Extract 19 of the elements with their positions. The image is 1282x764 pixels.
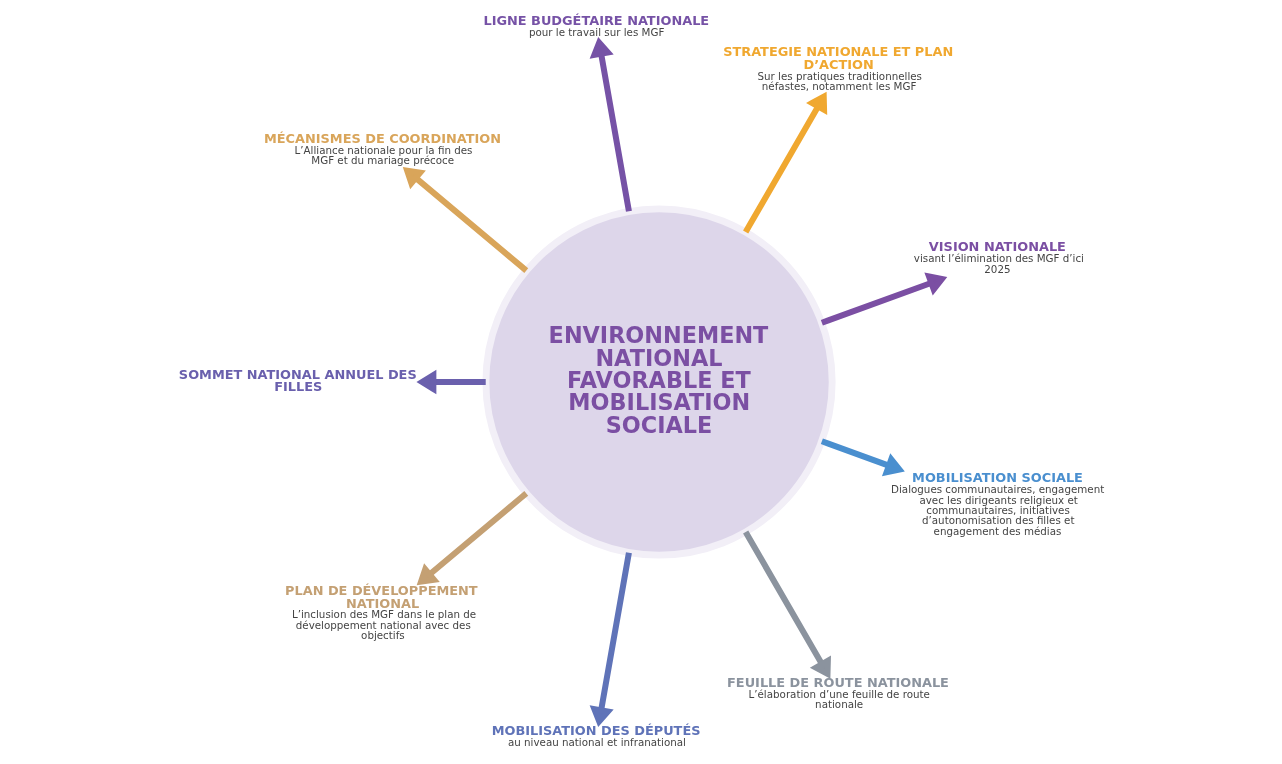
arrow [742, 91, 827, 234]
arrow [589, 37, 632, 212]
arrow [742, 530, 831, 679]
node-circle: ENVIRONNEMENT NATIONAL FAVORABLE ET MOBILISATION SOCIALE [481, 205, 836, 559]
node-text: PLAN DE DÉVELOPPEMENT NATIONAL L’inclusion des MGF dans le plan de développement national avec des objectifs [284, 582, 478, 642]
arrow [589, 552, 632, 727]
node-text: SOMMET NATIONAL ANNUEL DES FILLES [178, 366, 417, 395]
node-text: MÉCANISMES DE COORDINATION L’Alliance nationale pour la fin des MGF et du mariage précoce [263, 131, 501, 167]
node-text: STRATEGIE NATIONALE ET PLAN D’ACTION Sur les pratiques traditionnelles néfastes, notamment les MGF [722, 44, 953, 93]
arrow [820, 438, 905, 477]
node-text: LIGNE BUDGÉTAIRE NATIONALE pour le travail sur les MGF [482, 13, 709, 38]
node-text: VISION NATIONALE visant l’élimination des MGF d’ici 2025 [913, 239, 1084, 275]
arrow [415, 369, 486, 395]
node-text: MOBILISATION SOCIALE Dialogues communautaires, engagement avec les dirigeants religieux et communautaires, initiatives d’autonomisation des filles et engagement des médias [890, 470, 1104, 537]
node-text: MOBILISATION DES DÉPUTÉS au niveau national et infranational [491, 722, 700, 748]
arrow [416, 491, 528, 586]
node-text: FEUILLE DE ROUTE NATIONALE L’élaboration d’une feuille de route nationale [726, 674, 949, 710]
arrow [820, 272, 947, 326]
arrow [402, 166, 528, 273]
